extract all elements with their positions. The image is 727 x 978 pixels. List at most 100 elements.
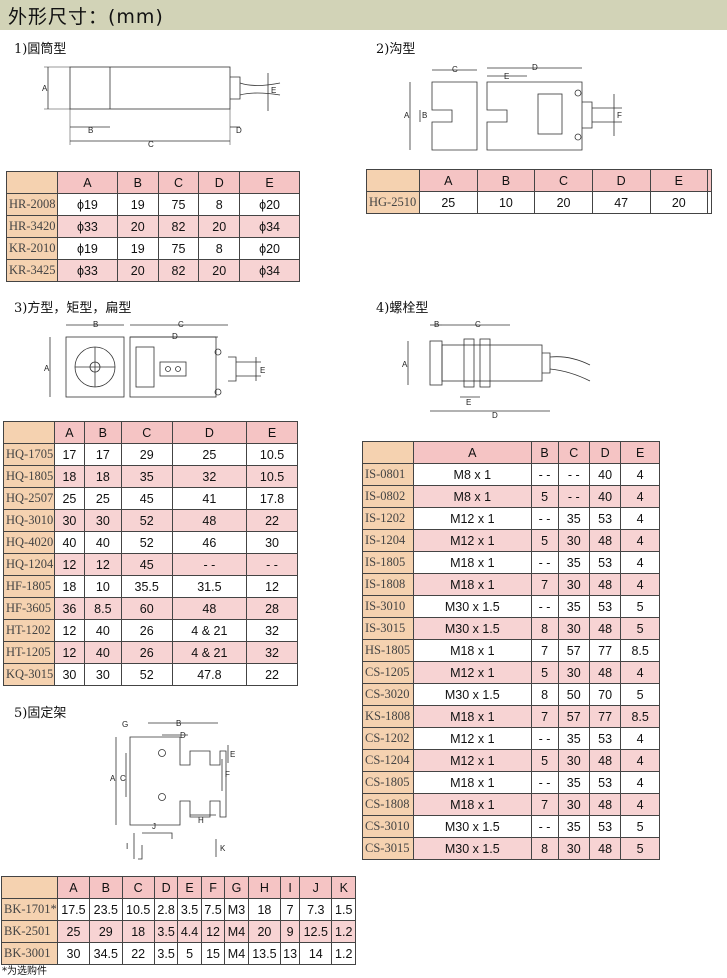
table-cell: 12.5 — [299, 920, 333, 943]
table-cell: 4 — [620, 727, 660, 750]
table-cell: B — [116, 171, 159, 194]
table-cell: 9 — [280, 920, 301, 943]
square-drawing: B C D A E — [44, 320, 265, 398]
table-cell: 5 — [530, 485, 559, 508]
table-cell: 17.8 — [246, 487, 298, 510]
table-cell: 22 — [246, 509, 298, 532]
dim-label-b: B — [88, 126, 93, 135]
table-cell: M12 x 1 — [413, 529, 532, 552]
table-cell: 30 — [246, 531, 298, 554]
dim-label-a: A — [42, 84, 48, 93]
model-cell: BK-2501 — [1, 920, 58, 943]
table-cell: 14 — [299, 942, 333, 965]
table-cell: 12 — [246, 575, 298, 598]
model-cell: KS-1808 — [362, 705, 414, 728]
table-cell: E — [246, 421, 298, 444]
table-cell: 82 — [157, 259, 200, 282]
cylinder-drawing: A B C D E — [42, 66, 281, 149]
dim-label-b: B — [176, 719, 181, 728]
table-cell: 47.8 — [171, 663, 248, 686]
table-cell: 40 — [588, 485, 622, 508]
table-cell: 48 — [588, 573, 622, 596]
table-cell: 60 — [120, 597, 173, 620]
table-cell: 35 — [557, 771, 590, 794]
model-cell: IS-0801 — [362, 463, 414, 486]
table-cell: 4 & 21 — [171, 641, 248, 664]
table-cell: M30 x 1.5 — [413, 683, 532, 706]
model-cell: CS-1204 — [362, 749, 414, 772]
table-cell: ϕ33 — [57, 259, 118, 282]
model-cell: IS-3010 — [362, 595, 414, 618]
table-cell: 10.5 — [246, 443, 298, 466]
table-cell — [6, 171, 58, 194]
table-cell: 5 — [620, 617, 660, 640]
dim-label-f: F — [617, 111, 622, 120]
table-cell: D — [198, 171, 241, 194]
table-cell: ϕ19 — [57, 237, 118, 260]
table-cell: 35 — [557, 815, 590, 838]
table-header-row: A B C D E — [6, 171, 300, 194]
table-cell: 48 — [588, 529, 622, 552]
table-cell: 48 — [171, 509, 248, 532]
section-cylinder-title: 1)圓筒型 — [14, 42, 67, 57]
table-cell: A — [54, 421, 85, 444]
model-cell: HR-2008 — [6, 193, 58, 216]
table-cell: M18 x 1 — [413, 551, 532, 574]
table-cell: M8 x 1 — [413, 463, 532, 486]
table-cell: M18 x 1 — [413, 771, 532, 794]
dim-label-a: A — [110, 774, 116, 783]
table-cell: 29 — [89, 920, 123, 943]
table-cell: - - — [557, 463, 590, 486]
table-cell: - - — [557, 485, 590, 508]
table-cell: 52 — [120, 663, 173, 686]
table-cell: 4 — [620, 771, 660, 794]
table-cell: 31.5 — [171, 575, 248, 598]
table-cell — [707, 169, 712, 192]
table-cell: 53 — [588, 771, 622, 794]
table-cell: 48 — [588, 617, 622, 640]
table-cell: 7 — [530, 705, 559, 728]
model-cell: KQ-3015 — [3, 663, 55, 686]
table-cell: 19 — [116, 193, 159, 216]
table-cell: 7.3 — [299, 898, 333, 921]
table-cell: 40 — [54, 531, 85, 554]
table-cell: 20 — [198, 259, 241, 282]
dim-label-k: K — [220, 844, 226, 853]
model-cell: IS-1204 — [362, 529, 414, 552]
table-cell: - - — [530, 507, 559, 530]
table-cell: I — [280, 876, 301, 899]
table-cell: 77 — [588, 639, 622, 662]
table-cell: 7 — [530, 573, 559, 596]
table-cell: E — [177, 876, 202, 899]
dim-label-d: D — [180, 731, 186, 740]
model-cell: HQ-2507 — [3, 487, 55, 510]
title-banner: 外形尺寸：(mm) — [0, 0, 727, 30]
table-cell: B — [89, 876, 123, 899]
table-cell: - - — [530, 551, 559, 574]
table-cell: 3.5 — [153, 942, 179, 965]
bolt-drawing: B C A E D — [402, 320, 591, 420]
table-cell: 4 — [620, 485, 660, 508]
table-cell: 48 — [588, 837, 622, 860]
table-cell: 10 — [83, 575, 122, 598]
table-cell: 77 — [588, 705, 622, 728]
table-cell: 23.5 — [89, 898, 123, 921]
table-cell — [3, 421, 55, 444]
table-cell: 15 — [200, 942, 226, 965]
slot-drawing: C E D A B F — [404, 63, 622, 151]
